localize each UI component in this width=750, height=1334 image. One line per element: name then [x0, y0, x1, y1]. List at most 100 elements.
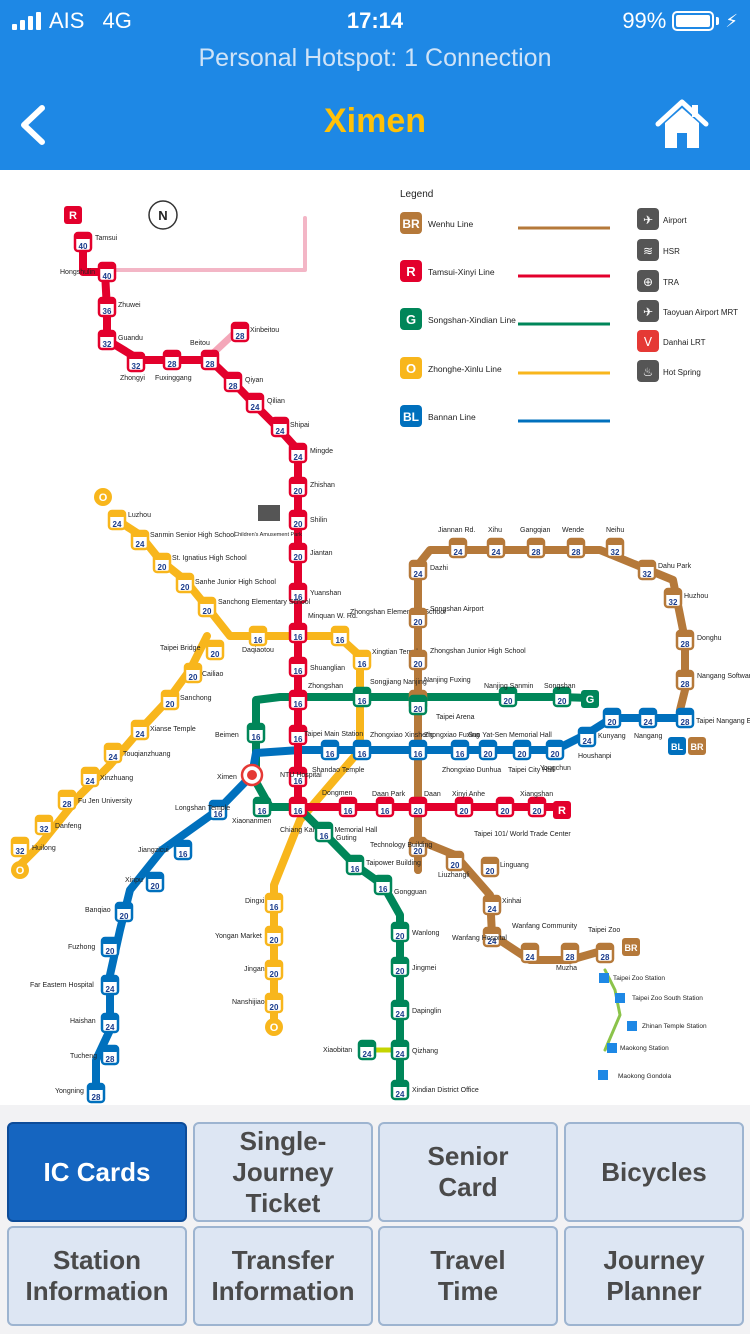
menu-button-travel-time[interactable]: Travel Time [378, 1226, 558, 1326]
menu-button-senior-card[interactable]: Senior Card [378, 1122, 558, 1222]
menu-button-journey-planner[interactable]: Journey Planner [564, 1226, 744, 1326]
station-marker[interactable]: Ximen [217, 763, 264, 787]
menu-button-transfer-information[interactable]: Transfer Information [193, 1226, 373, 1326]
home-icon[interactable] [654, 96, 710, 152]
menu-button-bicycles[interactable]: Bicycles [564, 1122, 744, 1222]
hotspot-banner[interactable]: Personal Hotspot: 1 Connection [198, 44, 552, 72]
menu-button-ic-cards[interactable]: IC Cards [7, 1122, 187, 1222]
menu-button-station-information[interactable]: Station Information [7, 1226, 187, 1326]
menu-button-single-journey-ticket[interactable]: Single- Journey Ticket [193, 1122, 373, 1222]
